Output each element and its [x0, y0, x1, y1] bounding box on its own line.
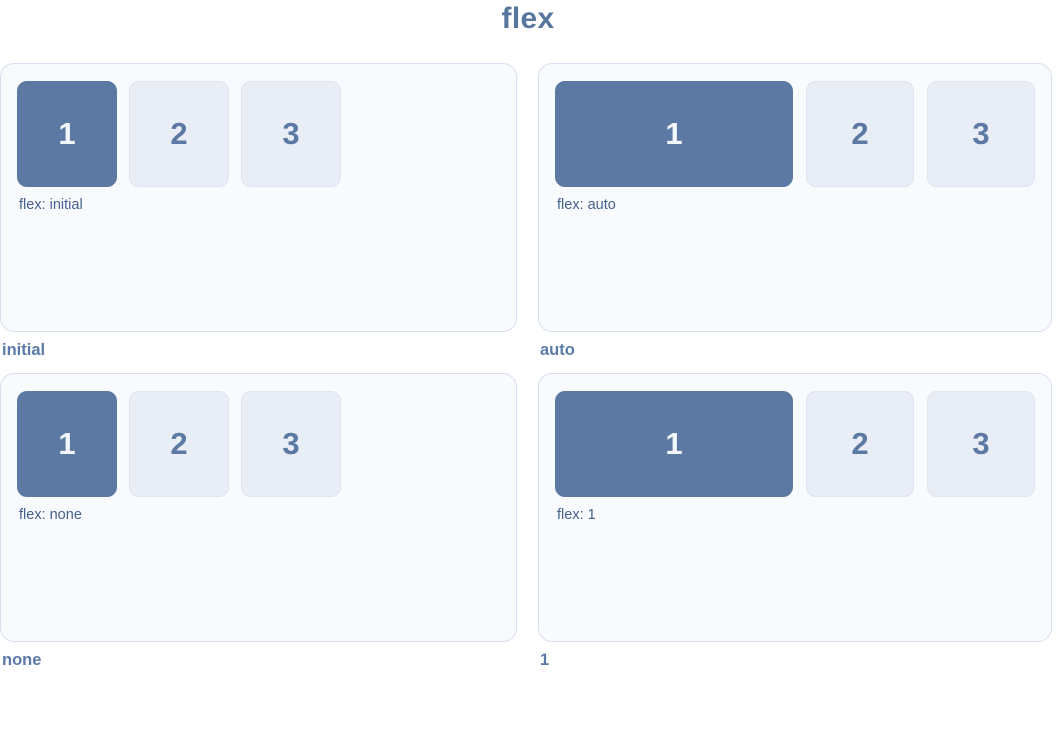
- flex-item-1: 1: [17, 81, 117, 187]
- flex-container: 1 2 3: [555, 391, 1035, 497]
- panel-caption-1: 1: [540, 651, 550, 669]
- flex-item-1: 1: [555, 391, 793, 497]
- demo-grid: 1 2 3 flex: initial initial 1 2 3 flex: …: [0, 63, 1052, 683]
- flex-container: 1 2 3: [17, 81, 500, 187]
- flex-item-3: 3: [927, 81, 1035, 187]
- css-value-label: flex: 1: [557, 507, 596, 523]
- flex-item-3: 3: [241, 391, 341, 497]
- panel-caption-none: none: [2, 651, 42, 669]
- demo-panel-none: 1 2 3 flex: none: [0, 373, 517, 642]
- page-title: flex: [501, 2, 555, 35]
- flex-container: 1 2 3: [17, 391, 500, 497]
- panel-caption-auto: auto: [540, 341, 575, 359]
- flex-container: 1 2 3: [555, 81, 1035, 187]
- css-value-label: flex: none: [19, 507, 82, 523]
- flex-item-3: 3: [927, 391, 1035, 497]
- demo-panel-1: 1 2 3 flex: 1: [538, 373, 1052, 642]
- flex-item-1: 1: [17, 391, 117, 497]
- flex-demo-1: 1 2 3 flex: 1 1: [538, 373, 1052, 683]
- demo-panel-auto: 1 2 3 flex: auto: [538, 63, 1052, 332]
- flex-item-2: 2: [129, 81, 229, 187]
- demo-panel-initial: 1 2 3 flex: initial: [0, 63, 517, 332]
- page-header: flex: [0, 0, 1056, 63]
- flex-demo-none: 1 2 3 flex: none none: [0, 373, 517, 683]
- flex-item-2: 2: [806, 81, 914, 187]
- flex-item-2: 2: [129, 391, 229, 497]
- flex-item-2: 2: [806, 391, 914, 497]
- panel-caption-initial: initial: [2, 341, 46, 359]
- css-value-label: flex: initial: [19, 197, 83, 213]
- flex-item-1: 1: [555, 81, 793, 187]
- flex-demo-initial: 1 2 3 flex: initial initial: [0, 63, 517, 373]
- css-value-label: flex: auto: [557, 197, 616, 213]
- flex-demo-auto: 1 2 3 flex: auto auto: [538, 63, 1052, 373]
- flex-item-3: 3: [241, 81, 341, 187]
